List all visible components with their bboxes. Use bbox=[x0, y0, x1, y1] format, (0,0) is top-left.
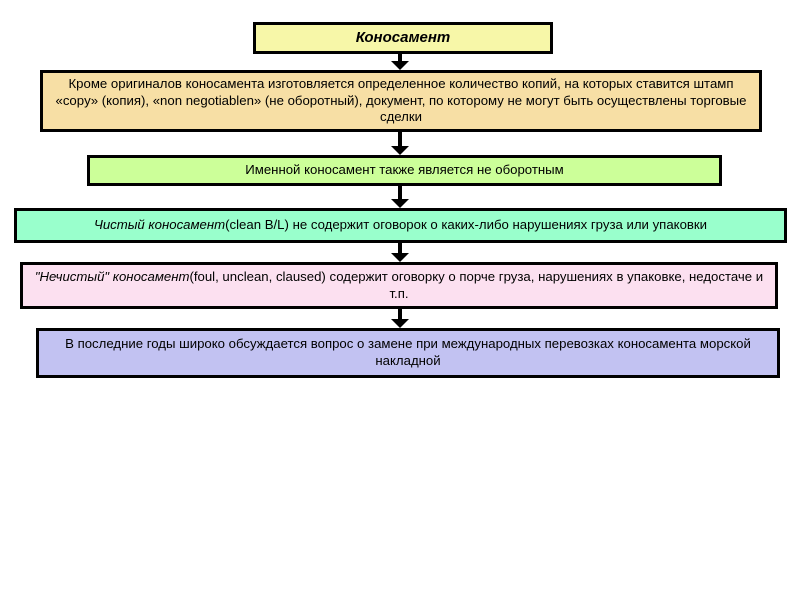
connector-arrow-title-to-copies bbox=[391, 54, 409, 70]
connector-arrow-clean-to-foul bbox=[391, 243, 409, 262]
connector-arrow-named-to-clean bbox=[391, 186, 409, 208]
node-clean-bill: Чистый коносамент(clean B/L) не содержит… bbox=[14, 208, 787, 243]
node-named-bill-label: Именной коносамент также является не обо… bbox=[245, 162, 564, 178]
node-foul-bill-rest: (foul, unclean, claused) содержит оговор… bbox=[189, 268, 613, 284]
node-sea-waybill: В последние годы широко обсуждается вопр… bbox=[36, 328, 780, 378]
node-copies-line2: ставится штамп «copy» (копия), «non nego… bbox=[55, 75, 734, 108]
connector-arrow-copies-to-named bbox=[391, 132, 409, 155]
connector-arrow-foul-to-last bbox=[391, 309, 409, 328]
node-foul-bill-text: "Нечистый" коносамент(foul, unclean, cla… bbox=[23, 269, 775, 303]
node-sea-waybill-text: В последние годы широко обсуждается вопр… bbox=[39, 336, 777, 370]
arrow-stem bbox=[398, 186, 402, 200]
node-sea-waybill-line1: В последние годы широко обсуждается вопр… bbox=[65, 336, 614, 352]
arrow-stem bbox=[398, 243, 402, 254]
arrow-stem bbox=[398, 309, 402, 320]
node-foul-bill-line2: в упаковке, недостаче и т.п. bbox=[389, 268, 764, 301]
node-foul-bill: "Нечистый" коносамент(foul, unclean, cla… bbox=[20, 262, 778, 309]
arrow-stem bbox=[398, 54, 402, 62]
node-clean-bill-emphasis: Чистый коносамент bbox=[93, 217, 226, 233]
node-copies: Кроме оригиналов коносамента изготовляет… bbox=[40, 70, 762, 132]
node-clean-bill-rest: (clean B/L) не содержит оговорок о каких… bbox=[225, 217, 708, 233]
arrow-head-icon bbox=[391, 146, 409, 155]
arrow-head-icon bbox=[391, 61, 409, 70]
node-copies-line1: Кроме оригиналов коносамента изготовляет… bbox=[68, 75, 633, 91]
arrow-head-icon bbox=[391, 319, 409, 328]
node-named-bill: Именной коносамент также является не обо… bbox=[87, 155, 722, 186]
node-title: Коносамент bbox=[253, 22, 553, 54]
node-clean-bill-text: Чистый коносамент(clean B/L) не содержит… bbox=[17, 217, 784, 234]
node-sea-waybill-line2: коносамента морской накладной bbox=[375, 336, 751, 368]
node-copies-text: Кроме оригиналов коносамента изготовляет… bbox=[43, 76, 759, 127]
arrow-head-icon bbox=[391, 199, 409, 208]
node-foul-bill-emphasis: "Нечистый" коносамент bbox=[34, 268, 190, 284]
node-copies-line3: могут быть осуществлены торговые сделки bbox=[379, 92, 747, 125]
arrow-stem bbox=[398, 132, 402, 147]
node-title-label: Коносамент bbox=[355, 29, 451, 47]
arrow-head-icon bbox=[391, 253, 409, 262]
